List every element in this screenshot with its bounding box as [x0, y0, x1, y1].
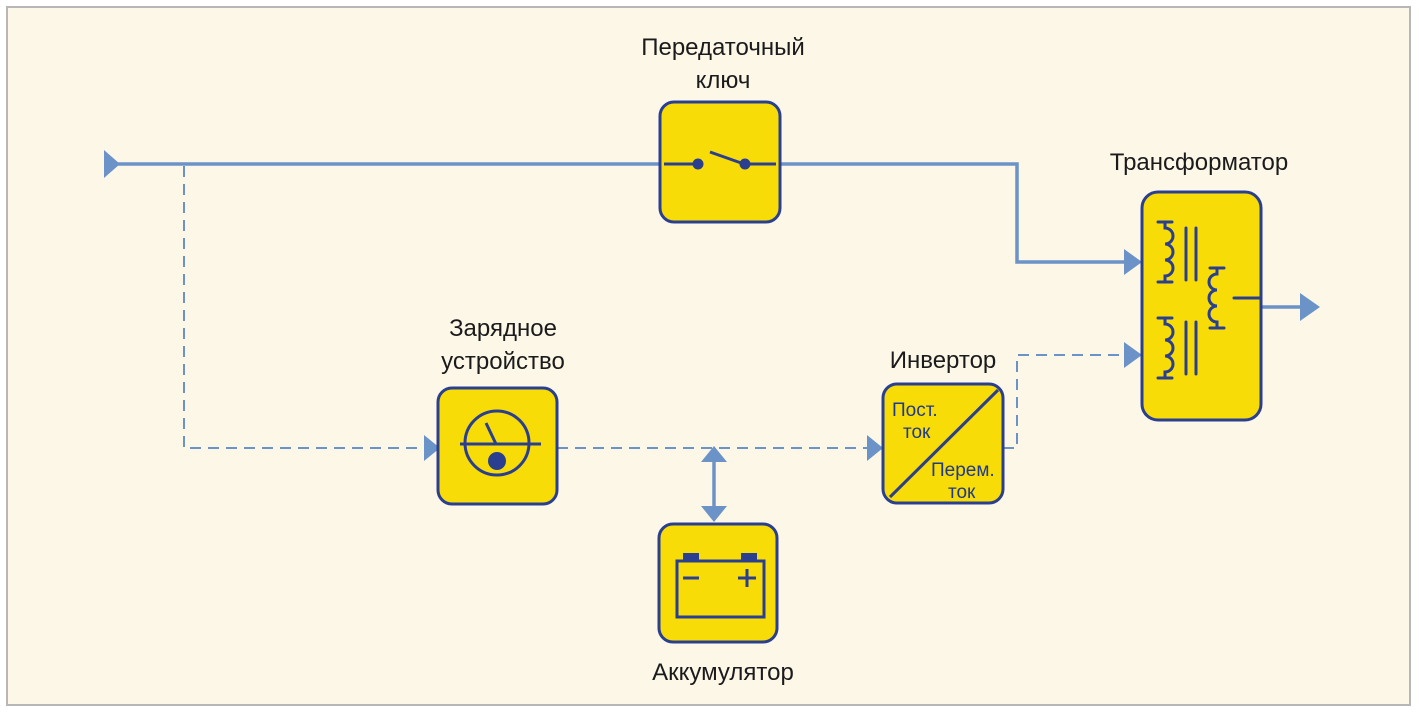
charger-input-arrow [424, 435, 440, 461]
charger-label-line1: Зарядное [449, 315, 557, 342]
inverter-input-arrow [867, 435, 883, 461]
bypass-arrow [1124, 249, 1142, 275]
battery-label: Аккумулятор [652, 659, 794, 686]
output-arrow [1300, 293, 1320, 321]
inverter-to-transformer-dashed [1003, 354, 1124, 449]
inverter-dc-line2: ток [903, 422, 931, 443]
switch-icon [664, 150, 776, 170]
transformer-inverter-arrow [1124, 342, 1142, 368]
transformer-coil-icon [1156, 220, 1262, 380]
inverter-ac-line1: Перем. [931, 460, 995, 481]
battery-arrow-down [701, 506, 727, 522]
transfer-switch-block: Передаточный ключ [641, 34, 805, 224]
charger-block: Зарядное устройство [436, 315, 565, 506]
gauge-icon [460, 409, 541, 477]
bypass-line-out [779, 162, 1124, 264]
transformer-label: Трансформатор [1110, 149, 1288, 176]
transformer-block: Трансформатор [1110, 149, 1288, 422]
charge-dashed-line [183, 166, 424, 449]
battery-arrow-up [701, 446, 727, 462]
charger-label-line2: устройство [441, 348, 565, 375]
inverter-dc-line1: Пост. [892, 400, 938, 421]
transfer-switch-label-line1: Передаточный [641, 34, 805, 61]
inverter-block: Инвертор Пост. ток Перем. ток [881, 347, 1005, 505]
inverter-ac-line2: ток [948, 482, 976, 503]
inverter-label: Инвертор [890, 347, 997, 374]
inverter-divider [888, 388, 1000, 499]
transfer-switch-label-line2: ключ [696, 67, 751, 94]
battery-block: Аккумулятор [652, 522, 794, 686]
battery-icon [675, 553, 766, 619]
connections [104, 150, 1320, 522]
